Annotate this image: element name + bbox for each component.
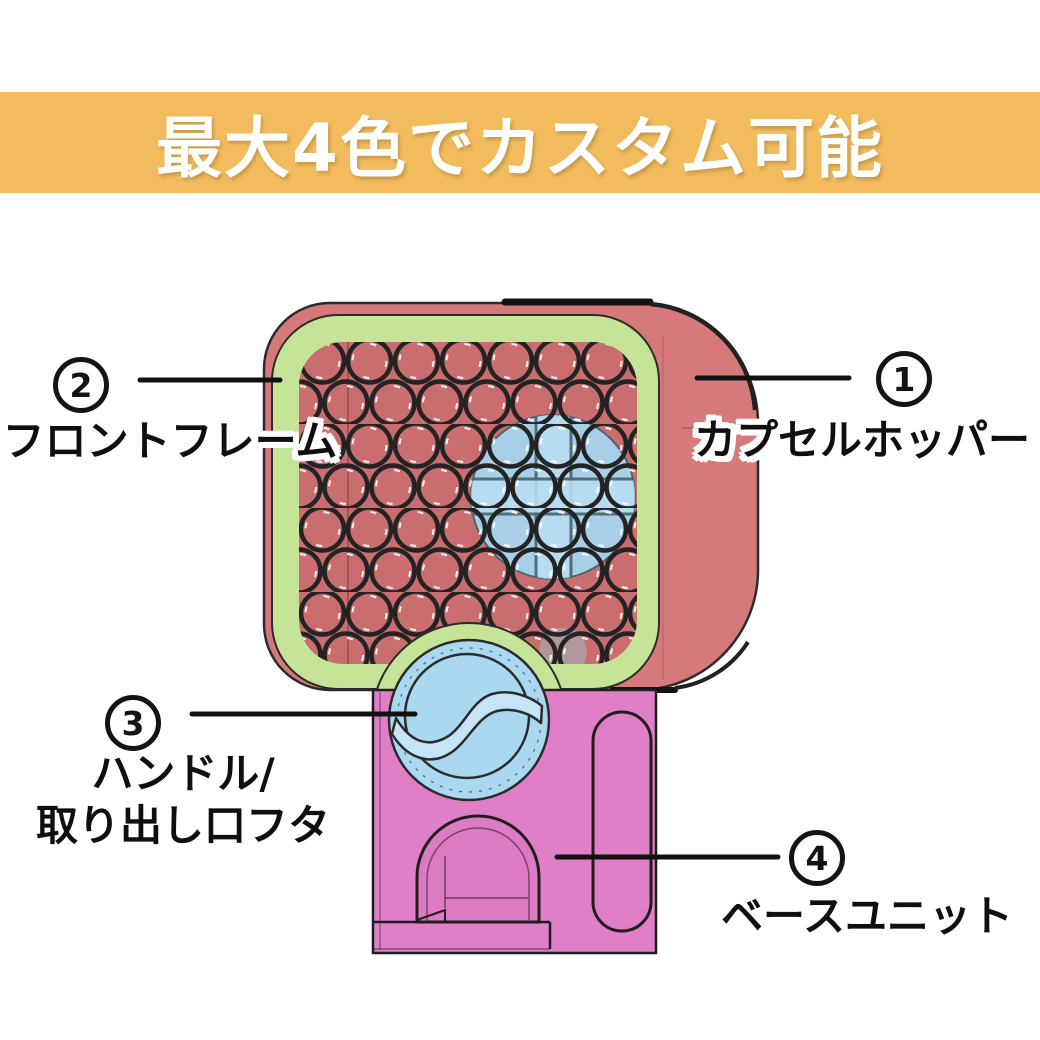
header-banner: 最大4色でカスタム可能: [0, 92, 1040, 193]
label-capsule-hopper: カプセルホッパー: [693, 415, 1031, 465]
label-front-frame: フロントフレーム: [2, 416, 338, 466]
callout-number-3-digit: 3: [121, 703, 145, 743]
label-handle-lid: ハンドル/ 取り出し口フタ: [36, 748, 330, 852]
callout-number-4-digit: 4: [805, 838, 829, 878]
hopper-bottom-right-edge: [674, 640, 750, 690]
base-side-slot: [591, 710, 653, 933]
callout-number-2-digit: 2: [69, 365, 93, 405]
callout-number-1: 1: [876, 351, 932, 407]
leader-lines: [137, 375, 852, 860]
label-base-unit: ベースユニット: [721, 891, 1013, 941]
banner-title: 最大4色でカスタム可能: [156, 109, 884, 187]
callout-number-2: 2: [53, 357, 109, 413]
label-handle-lid-line1: ハンドル/: [91, 749, 275, 798]
hopper-top-right-edge: [649, 301, 758, 411]
handle-knob: [387, 638, 551, 802]
mesh-grid: [299, 342, 637, 664]
dispense-arch-inner: [426, 827, 530, 922]
label-handle-lid-line2: 取り出し口フタ: [35, 801, 331, 850]
callout-number-1-digit: 1: [892, 359, 916, 399]
arch-tray-lip: [416, 908, 446, 922]
dispense-arch: [415, 814, 541, 924]
handle-wave-grip: [390, 691, 544, 761]
callout-number-3: 3: [105, 695, 161, 751]
capsule-mesh-window: [299, 342, 637, 664]
callout-number-4: 4: [789, 830, 845, 886]
